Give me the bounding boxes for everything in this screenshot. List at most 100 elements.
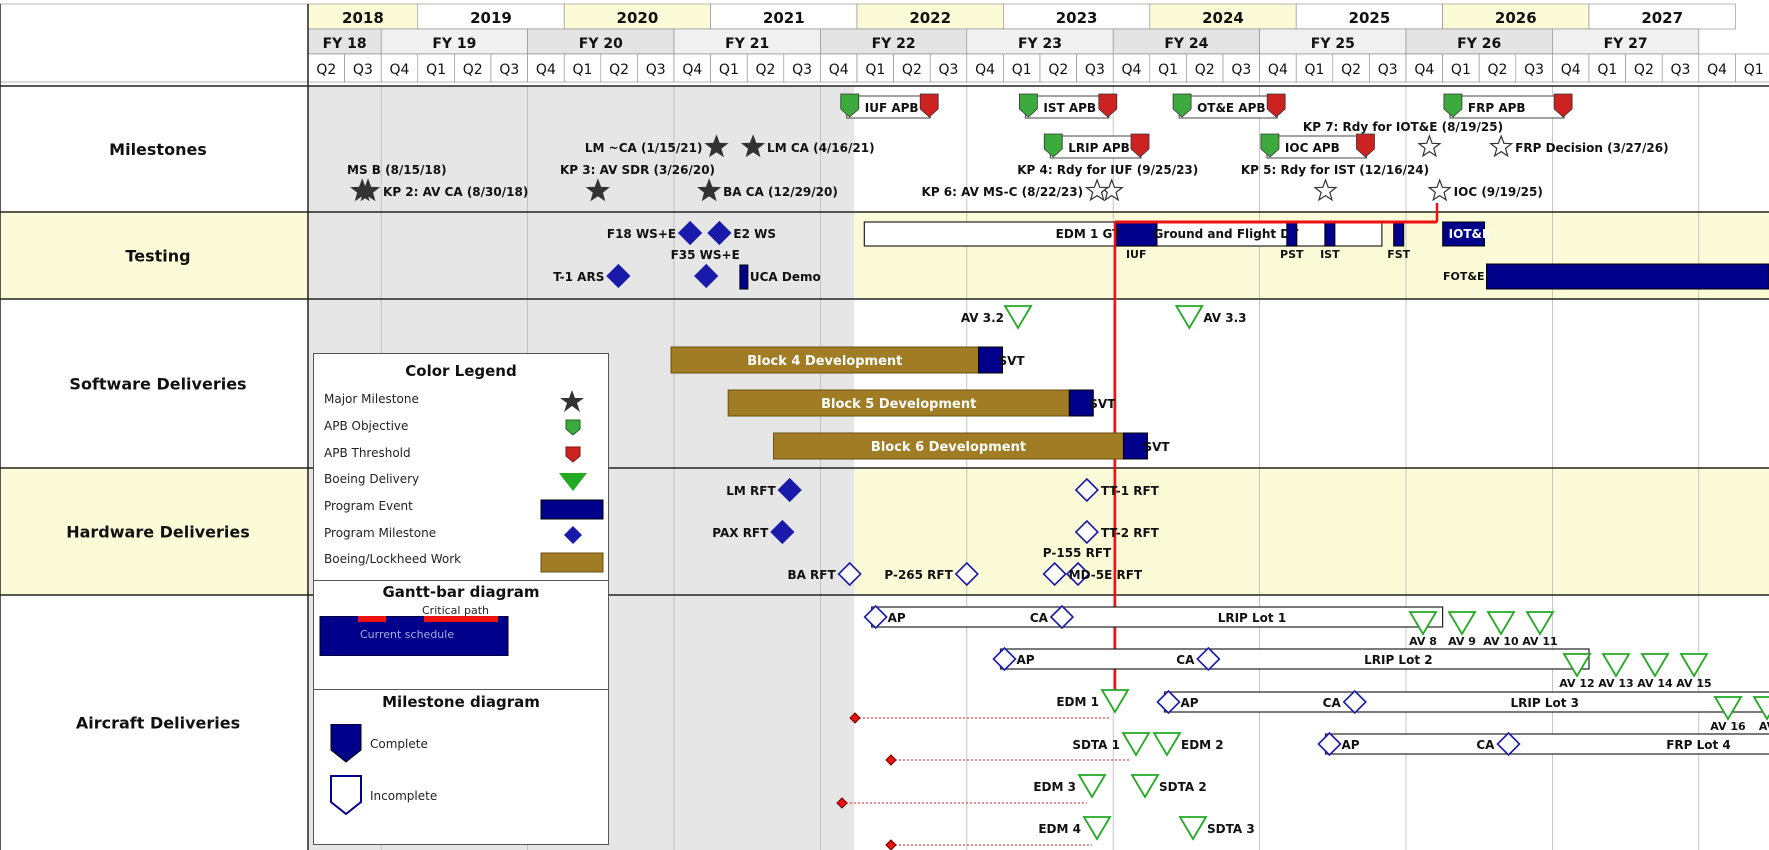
quarter-label: Q3 <box>1671 62 1691 78</box>
legend-work: Boeing/Lockheed Work <box>324 552 462 566</box>
quarter-label: Q2 <box>1634 62 1654 78</box>
delivery-label: AV 9 <box>1448 635 1476 648</box>
quarter-cell <box>1735 53 1769 83</box>
quarter-label: Q4 <box>1122 62 1142 78</box>
delivery-triangle <box>1447 611 1477 636</box>
program-milestone-diamond <box>694 263 719 289</box>
program-event-label: PST <box>1280 248 1304 261</box>
year-label: 2024 <box>1202 9 1244 27</box>
delivery-label: EDM 1 <box>1056 695 1099 709</box>
lot-label: LRIP Lot 1 <box>1218 611 1286 625</box>
year-label: 2018 <box>342 9 384 27</box>
delivery-label: AV 8 <box>1409 635 1437 648</box>
fiscal-year-label: FY 20 <box>579 36 623 52</box>
quarter-cell <box>1259 53 1297 83</box>
delivery-label: AV 13 <box>1598 677 1633 690</box>
lot-bar <box>999 648 1590 670</box>
quarter-label: Q3 <box>1378 62 1398 78</box>
fiscal-year-cell <box>1259 28 1407 55</box>
program-event-bar <box>1393 221 1405 247</box>
delivery-triangle <box>1679 653 1709 678</box>
ap-milestone-diamond <box>863 604 888 630</box>
lot-label: LRIP Lot 2 <box>1364 653 1432 667</box>
delivery-label: AV 3.3 <box>1203 311 1246 325</box>
ap-milestone-diamond <box>1317 731 1342 757</box>
complete-icon <box>330 724 362 763</box>
year-label: 2027 <box>1641 9 1683 27</box>
quarter-cell <box>1478 53 1517 83</box>
program-event-label: SVT <box>1089 397 1116 411</box>
quarter-cell <box>1076 53 1114 83</box>
planned-milestone-star <box>1417 134 1442 158</box>
quarter-cell <box>929 53 968 83</box>
quarter-cell <box>1442 53 1480 83</box>
quarter-cell <box>1661 53 1700 83</box>
apb-threshold-icon <box>919 93 939 118</box>
row-milestones-label: Milestones <box>109 140 207 159</box>
quarter-cell <box>1552 53 1590 83</box>
delivery-triangle <box>1003 305 1033 330</box>
quarter-label: Q2 <box>316 62 336 78</box>
major-milestone-icon <box>560 390 584 412</box>
hardware-label: LM RFT <box>726 484 776 498</box>
ca-label: CA <box>1030 611 1049 625</box>
milestone-swatches <box>330 724 362 816</box>
quarter-label: Q2 <box>1341 62 1361 78</box>
major-milestone-label: BA CA (12/29/20) <box>723 185 838 199</box>
quarter-label: Q3 <box>1524 62 1544 78</box>
program-milestone-icon <box>564 526 582 544</box>
program-milestone-label: F35 WS+E <box>671 248 740 262</box>
legend-title: Color Legend <box>405 362 517 380</box>
incomplete-icon <box>330 775 362 816</box>
quarter-label: Q2 <box>756 62 776 78</box>
quarter-label: Q2 <box>902 62 922 78</box>
quarter-cell <box>893 53 931 83</box>
delivery-label: EDM 2 <box>1181 738 1224 752</box>
lot-bar <box>871 606 1444 628</box>
fiscal-year-cell <box>307 28 382 55</box>
delivery-triangle <box>1082 816 1112 841</box>
delivery-label: SDTA 2 <box>1159 780 1207 794</box>
program-event-label: IUF <box>1126 248 1147 261</box>
fiscal-year-label: FY 22 <box>872 36 916 52</box>
work-bar <box>773 432 1124 460</box>
apb-threshold-icon <box>1553 93 1573 118</box>
major-milestone-label: LM ~CA (1/15/21) <box>585 141 703 155</box>
year-cell <box>710 3 858 30</box>
program-event-label: FOT&E <box>1443 270 1484 283</box>
fiscal-year-label: FY 19 <box>432 36 476 52</box>
apb-objective-icon <box>1043 133 1063 158</box>
delivery-triangle <box>1152 732 1182 757</box>
quarter-label: Q4 <box>682 62 702 78</box>
legend-major-milestone: Major Milestone <box>324 392 419 406</box>
apb-label: IST APB <box>1043 101 1096 115</box>
delivery-triangle <box>1562 653 1592 678</box>
planned-milestone-diamond <box>837 561 862 587</box>
fiscal-year-cell <box>1405 28 1553 55</box>
year-cell <box>563 3 711 30</box>
ca-milestone-diamond <box>1496 731 1521 757</box>
year-cell <box>1442 3 1590 30</box>
delivery-label: AV <box>1759 720 1769 733</box>
quarter-label: Q1 <box>1451 62 1471 78</box>
program-event-icon <box>540 499 604 520</box>
quarter-cell <box>417 53 455 83</box>
year-cell <box>1149 3 1297 30</box>
delivery-triangle <box>1408 611 1438 636</box>
quarter-label: Q4 <box>1414 62 1434 78</box>
baseline-marker <box>885 754 897 766</box>
planned-milestone-label: KP 4: Rdy for IUF (9/25/23) <box>1017 163 1198 177</box>
major-milestone-label: MS B (8/15/18) <box>347 163 447 177</box>
quarter-cell <box>710 53 748 83</box>
program-event-bar <box>1324 221 1336 247</box>
quarter-label: Q4 <box>829 62 849 78</box>
gantt-swatch <box>319 616 509 656</box>
program-milestone-diamond <box>707 220 732 246</box>
quarter-cell <box>600 53 638 83</box>
year-label: 2023 <box>1056 9 1098 27</box>
quarter-label: Q1 <box>1744 62 1764 78</box>
quarter-cell <box>820 53 858 83</box>
hardware-label: P-265 RFT <box>884 568 953 582</box>
quarter-label: Q1 <box>573 62 593 78</box>
quarter-cell <box>1186 53 1224 83</box>
